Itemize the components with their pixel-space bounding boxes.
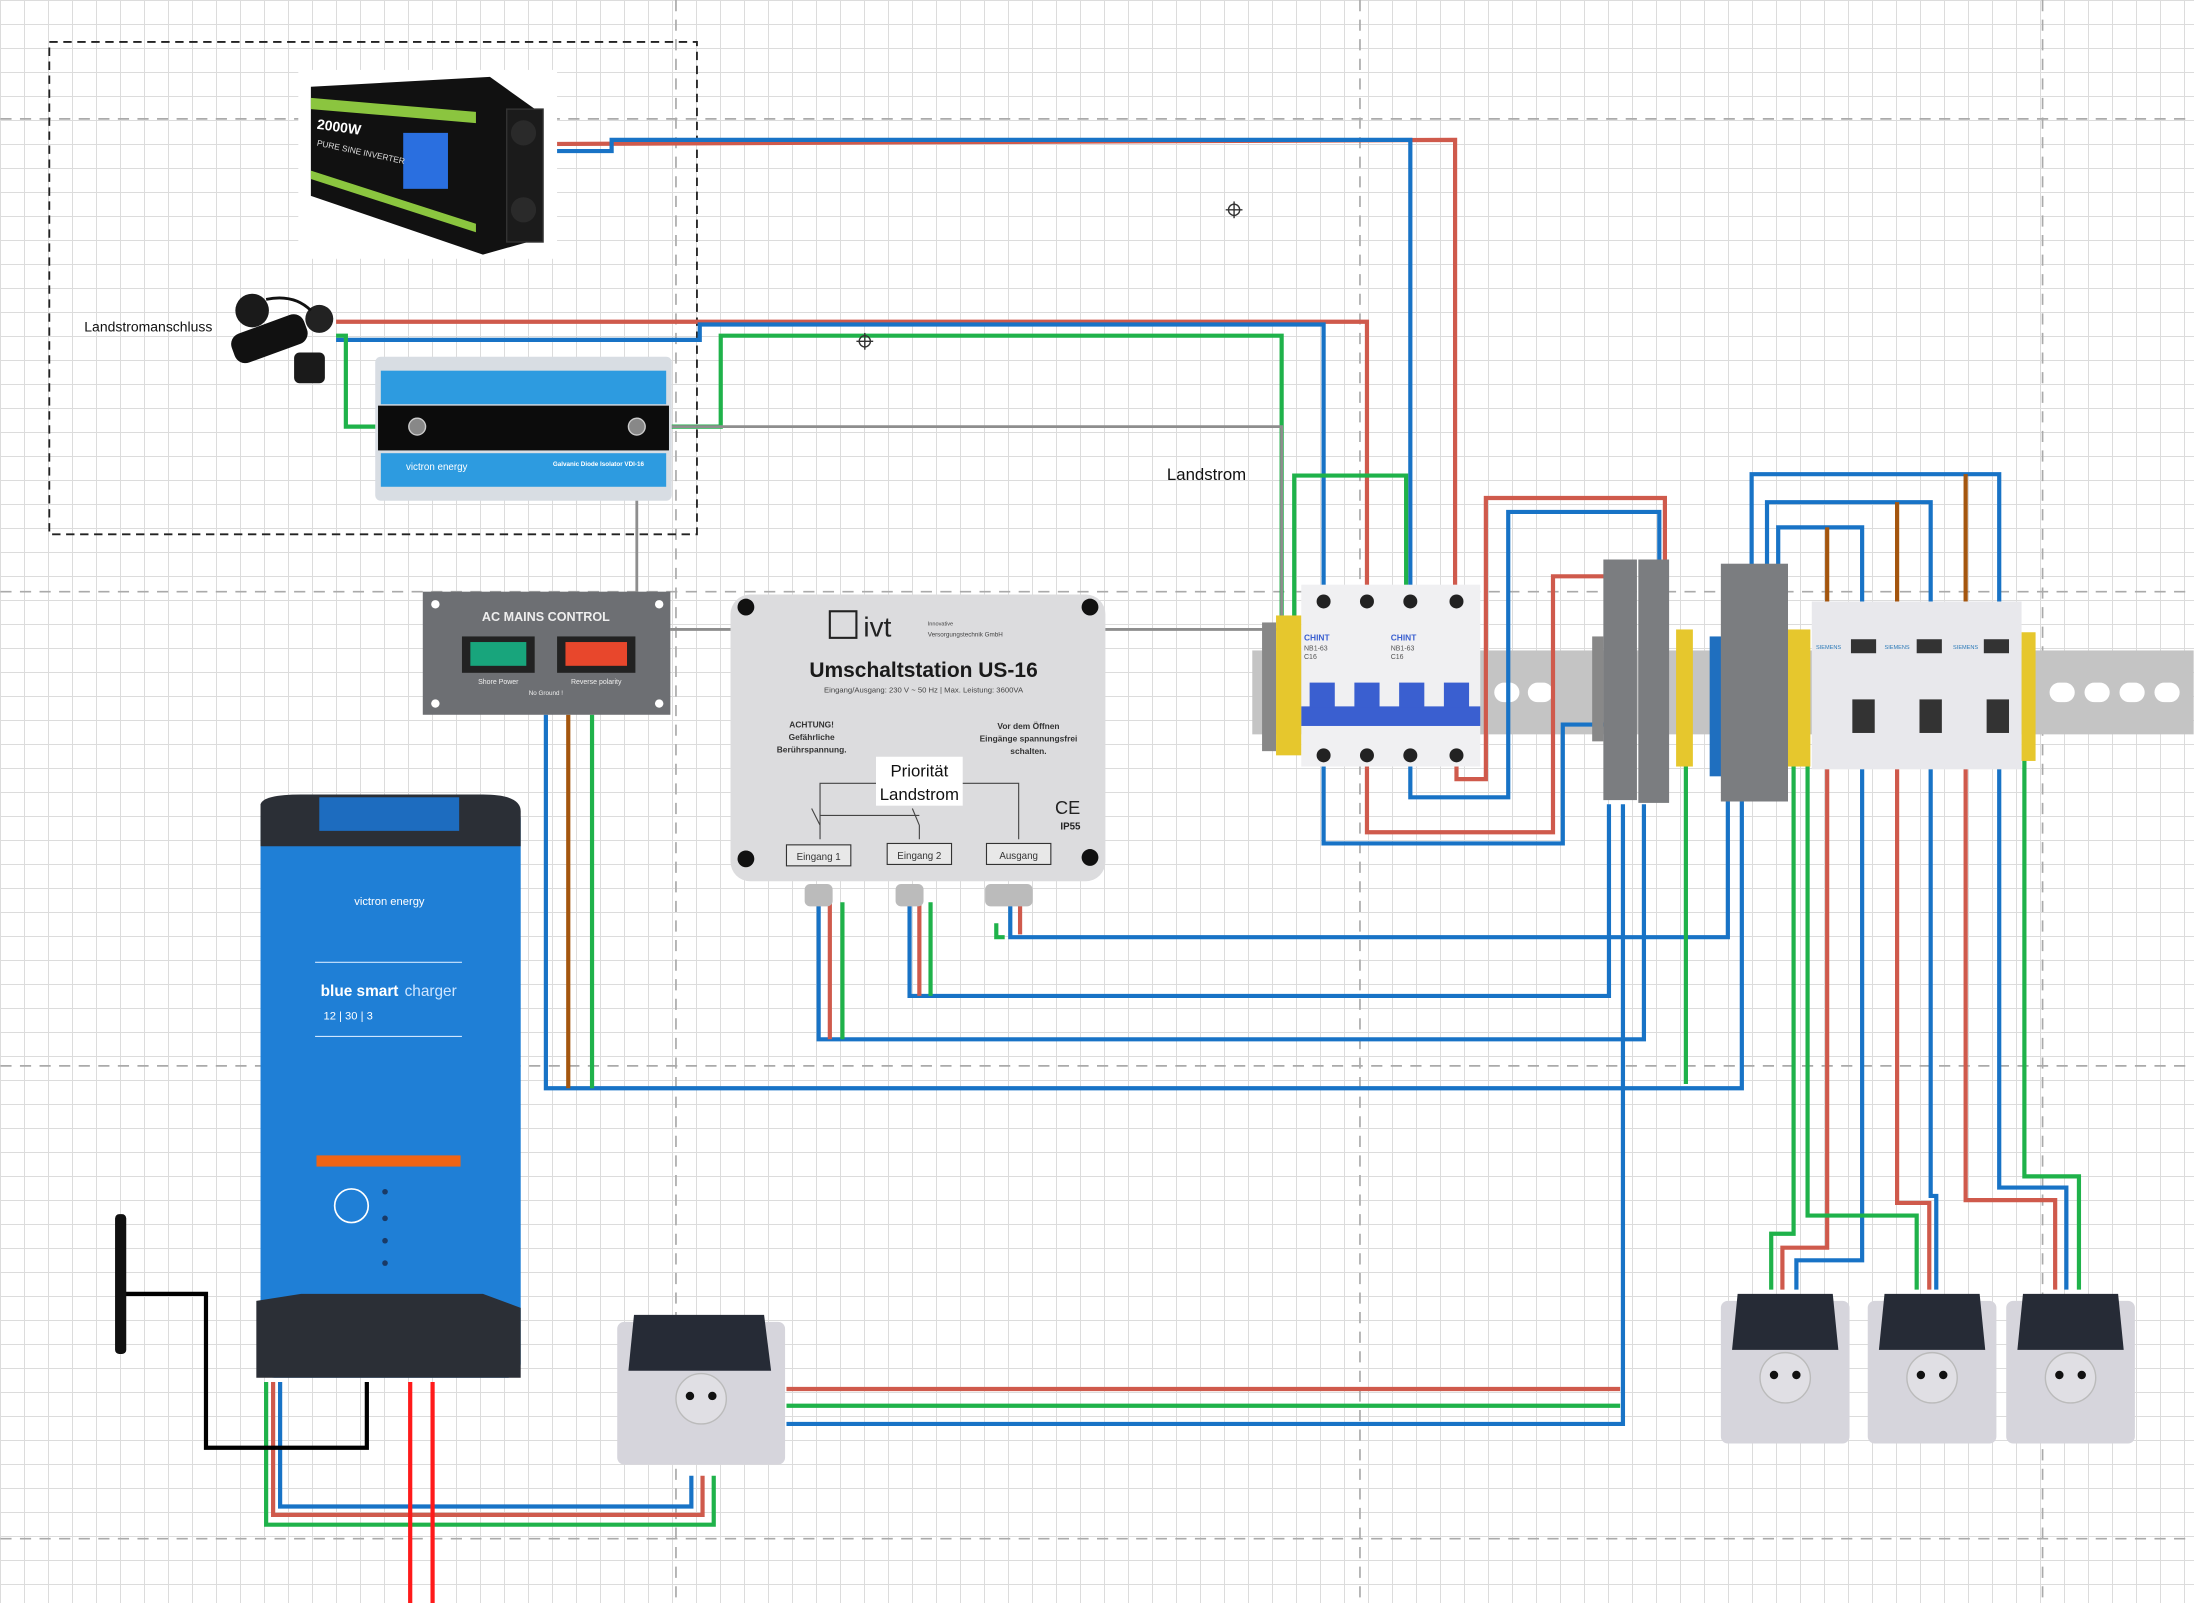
shore-power-indicator <box>470 642 527 666</box>
charger-name-light: charger <box>405 983 457 1000</box>
breaker-2-brand: CHINT <box>1391 633 1417 643</box>
us16-brand: ivt <box>863 611 891 642</box>
breaker-phase-out-2[interactable] <box>1454 495 1668 782</box>
shore-power-group-box[interactable] <box>48 41 698 536</box>
socket1-neutral[interactable] <box>1794 755 1865 1290</box>
us16-brand-sub1: Innovative <box>928 621 953 627</box>
chint-breakers[interactable]: CHINT NB1-63 C16 CHINT NB1-63 C16 <box>1301 584 1481 767</box>
charger-orange-stripe <box>316 1155 461 1167</box>
breaker-2-rating: C16 <box>1391 654 1404 661</box>
ac-mains-control-panel[interactable]: AC MAINS CONTROL Shore Power Reverse pol… <box>422 591 671 715</box>
socket2-earth[interactable] <box>1805 755 1919 1290</box>
terminal-blocks-n-l[interactable] <box>1592 559 1811 803</box>
inverter-neutral-wire[interactable] <box>538 137 1413 602</box>
socket3-earth[interactable] <box>2022 755 2082 1290</box>
us16-note-1: Vor dem Öffnen <box>997 721 1059 731</box>
reverse-polarity-indicator <box>565 642 628 666</box>
us16-note-3: schalten. <box>1010 746 1046 756</box>
us16-input1-neutral[interactable] <box>816 804 1647 1042</box>
ac-mains-neutral[interactable] <box>543 714 1744 1091</box>
us16-brand-sub2: Versorgungstechnik GmbH <box>928 631 1004 638</box>
inverter[interactable]: 2000W PURE SINE INVERTER <box>298 69 558 259</box>
shore-phase-wire[interactable] <box>336 319 1370 602</box>
us16-warning-3: Berührspannung. <box>777 745 847 755</box>
us16-note-2: Eingänge spannungsfrei <box>980 733 1078 743</box>
ip55-label: IP55 <box>1060 821 1081 832</box>
charger-negative[interactable] <box>123 1291 369 1450</box>
us16-transfer-switch[interactable]: ivt Innovative Versorgungstechnik GmbH U… <box>730 594 1106 907</box>
socket3-phase[interactable] <box>1963 755 2058 1290</box>
breaker-neutral-out-2[interactable] <box>1408 509 1662 800</box>
charger-brand: victron energy <box>354 896 425 908</box>
earth-to-breaker-wire[interactable] <box>1292 473 1409 630</box>
shore-power-connector[interactable] <box>228 293 334 384</box>
siemens-rcbos[interactable]: SIEMENS SIEMENS SIEMENS <box>1811 601 2036 770</box>
socket3-neutral[interactable] <box>1997 755 2069 1290</box>
us16-input1-label: Eingang 1 <box>797 852 841 863</box>
move-cursor-icon <box>856 332 874 350</box>
rcbo-1-brand: SIEMENS <box>1816 645 1841 651</box>
socket1-earth[interactable] <box>1769 755 1796 1290</box>
prioritaet-label-2: Landstrom <box>880 785 959 804</box>
negative-bus-bar[interactable] <box>115 1214 127 1355</box>
breaker-1-model: NB1-63 <box>1304 645 1328 652</box>
socket-1[interactable] <box>1720 1293 1850 1444</box>
ce-mark: CE <box>1055 798 1080 818</box>
breaker-phase-out-1[interactable] <box>1364 574 1609 835</box>
shore-neutral-wire[interactable] <box>336 322 1326 602</box>
breaker-neutral-out-1[interactable] <box>1321 722 1609 846</box>
socket-2[interactable] <box>1867 1293 1997 1444</box>
socket2-phase[interactable] <box>1895 755 1932 1290</box>
us16-output-neutral[interactable] <box>1008 797 1730 940</box>
charger-neutral[interactable] <box>278 1381 694 1509</box>
galvanic-isolator[interactable]: victron energy Galvanic Diode Isolator V… <box>375 356 672 501</box>
blue-smart-charger[interactable]: victron energy blue smart charger 12 | 3… <box>256 794 521 1378</box>
isolator-signal-wire[interactable] <box>636 425 1284 630</box>
socket-charger[interactable] <box>617 1314 786 1465</box>
us16-warning-2: Gefährliche <box>789 732 835 742</box>
reverse-polarity-label: Reverse polarity <box>571 679 622 686</box>
us16-input2-label: Eingang 2 <box>897 851 941 862</box>
rcbo-2-brand: SIEMENS <box>1885 645 1910 651</box>
wires <box>123 137 2082 1603</box>
us16-output-earth[interactable] <box>994 923 1005 940</box>
us16-warning-1: ACHTUNG! <box>789 719 834 729</box>
us16-spec: Eingang/Ausgang: 230 V ~ 50 Hz | Max. Le… <box>824 685 1024 694</box>
shore-power-label: Shore Power <box>478 679 519 686</box>
charger-name-bold: blue smart <box>321 983 399 1000</box>
inverter-power-label: 2000W <box>316 116 363 138</box>
breaker-2-model: NB1-63 <box>1391 645 1415 652</box>
us16-title: Umschaltstation US-16 <box>809 659 1037 682</box>
earth-terminal-blocks[interactable] <box>1262 615 1302 756</box>
move-cursor-icon <box>1225 201 1243 219</box>
socket1-phase[interactable] <box>1780 755 1830 1290</box>
us16-input2-neutral[interactable] <box>907 804 1612 999</box>
landstromanschluss-label: Landstromanschluss <box>84 319 212 335</box>
isolator-model: Galvanic Diode Isolator VDI-16 <box>553 461 645 468</box>
charger-mode-button[interactable] <box>333 1188 370 1224</box>
charger-rating: 12 | 30 | 3 <box>323 1011 372 1023</box>
socket2-neutral[interactable] <box>1928 755 1939 1290</box>
us16-output-label: Ausgang <box>999 851 1038 862</box>
socket-3[interactable] <box>2006 1293 2135 1444</box>
prioritaet-label-1: Priorität <box>890 761 948 780</box>
socket-main-neutral[interactable] <box>786 804 1626 1427</box>
inverter-phase-wire[interactable] <box>531 137 1458 602</box>
breaker-1-rating: C16 <box>1304 654 1317 661</box>
ivt-logo-icon <box>828 610 858 639</box>
landstrom-label: Landstrom <box>1167 465 1246 484</box>
no-ground-label: No Ground ! <box>529 690 563 697</box>
isolator-brand: victron energy <box>406 462 468 473</box>
rcbo-3-brand: SIEMENS <box>1953 645 1978 651</box>
charger-earth[interactable] <box>264 1381 716 1527</box>
ac-mains-title: AC MAINS CONTROL <box>482 610 610 624</box>
breaker-1-brand: CHINT <box>1304 633 1330 643</box>
